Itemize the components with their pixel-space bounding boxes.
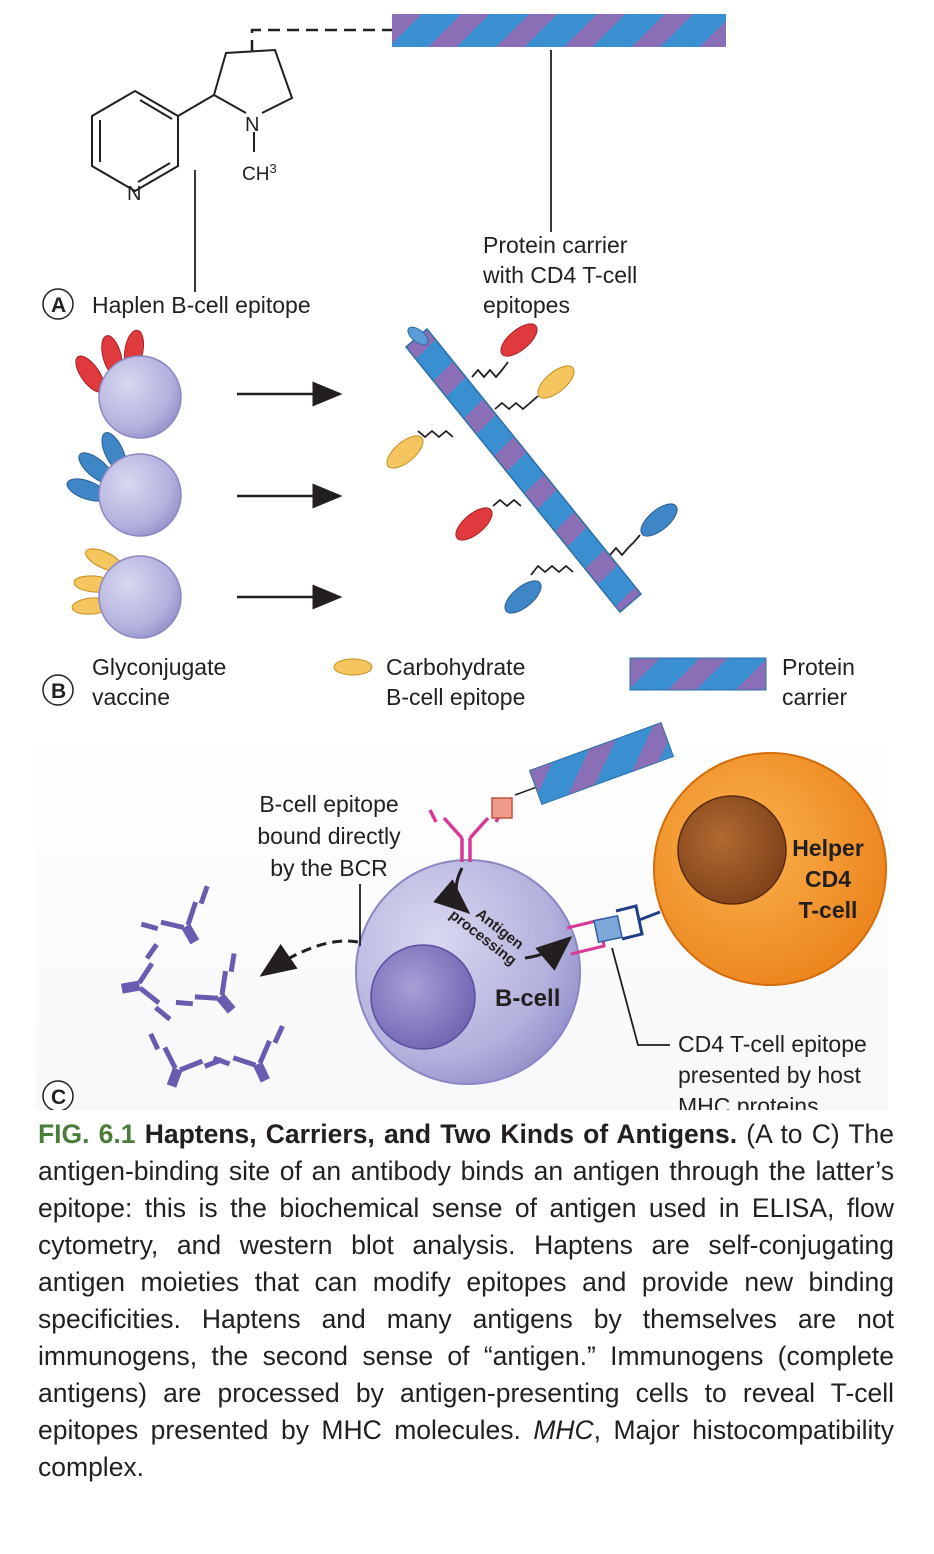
carrier-legend-line-2: carrier: [782, 684, 848, 710]
caption-abbreviation: MHC: [533, 1415, 594, 1445]
t-cell-nucleus: [677, 795, 787, 905]
glycoconjugate-cell-blue: [66, 432, 182, 537]
antibody-2: [120, 943, 172, 1022]
mhc-tcr-complex: [566, 904, 661, 956]
vaccine-label-line-1: Glyconjugate: [92, 654, 226, 680]
helper-label-line-2: CD4: [805, 866, 851, 892]
caption-body: (A to C) The antigen-binding site of an …: [38, 1119, 895, 1445]
panel-b: B Glyconjugate vaccine Carbohydrate B-ce…: [42, 323, 855, 710]
carbohydrate-label-line-1: Carbohydrate: [386, 654, 525, 680]
diagonal-protein-carrier: [386, 323, 678, 614]
pyridine-ring: [91, 89, 215, 193]
carbohydrate-label-line-2: B-cell epitope: [386, 684, 525, 710]
carrier-fragment: [514, 722, 675, 806]
ring-nitrogen: N: [127, 183, 141, 205]
antibody-1: [140, 885, 210, 945]
mhc-label-line-2: presented by host: [678, 1062, 861, 1088]
carrier-epitope-yellow-1: [537, 365, 575, 399]
figure-title: Haptens, Carriers, and Two Kinds of Anti…: [144, 1119, 738, 1149]
carrier-label-line-2: with CD4 T-cell: [482, 262, 637, 288]
carrier-legend-line-1: Protein: [782, 654, 855, 680]
panel-a-letter: A: [51, 294, 66, 317]
b-cell-label: B-cell: [495, 985, 560, 1012]
caption-abbreviation-definition: , Major histocompatibility complex.: [38, 1415, 894, 1482]
glycoconjugate-cell-red: [75, 329, 182, 439]
carrier-epitope-blue-1: [640, 503, 678, 537]
b-cell-receptor: [428, 809, 504, 862]
helper-label-line-3: T-cell: [799, 897, 858, 923]
mhc-label-line-1: CD4 T-cell epitope: [678, 1031, 867, 1057]
figure-number: FIG. 6.1: [38, 1119, 136, 1149]
methyl-group: CH3: [242, 161, 277, 185]
antibody-5: [212, 1025, 285, 1083]
bound-epitope: [491, 797, 513, 819]
panel-c: B-cell Antigen processing Helper CD4 T-c…: [36, 722, 888, 1110]
bcr-label-line-1: B-cell epitope: [259, 791, 398, 817]
carbohydrate-legend-icon: [333, 658, 373, 676]
antigen-figure: N N CH3 A Haplen B-cell epitope Protein …: [36, 14, 888, 1110]
pyrrolidine-nitrogen: N: [245, 114, 259, 136]
panel-b-letter-circle: [42, 674, 74, 706]
pyrrolidine-ring: [212, 48, 294, 152]
carrier-epitope-blue-2: [504, 580, 542, 614]
antibody-3: [175, 953, 237, 1014]
bcr-label-line-3: by the BCR: [270, 855, 388, 881]
carrier-legend-icon: [629, 657, 767, 691]
free-antibodies: [120, 885, 285, 1088]
carrier-epitope-yellow-2: [386, 435, 424, 469]
presentation-arrow: [524, 936, 573, 971]
panel-c-letter: C: [51, 1086, 66, 1109]
mhc-leader-line: [611, 947, 670, 1046]
hapten-linker: [250, 28, 392, 52]
hapten-label: Haplen B-cell epitope: [92, 292, 311, 318]
panel-a: N N CH3 A Haplen B-cell epitope Protein …: [42, 14, 726, 320]
carrier-epitope-red-2: [455, 507, 493, 541]
panel-b-letter: B: [51, 680, 66, 703]
panel-a-letter-circle: [42, 288, 74, 320]
b-cell-nucleus: [370, 944, 476, 1050]
carrier-label-line-3: epitopes: [483, 292, 570, 318]
secretion-arrow: [259, 939, 359, 977]
bcr-label-line-2: bound directly: [257, 823, 401, 849]
protein-carrier-bar: [392, 14, 726, 47]
processing-arrow: [433, 867, 471, 914]
panel-c-letter-circle: [42, 1080, 74, 1110]
vaccine-label-line-2: vaccine: [92, 684, 170, 710]
figure-caption: FIG. 6.1 Haptens, Carriers, and Two Kind…: [38, 1116, 894, 1486]
carrier-label-line-1: Protein carrier: [483, 232, 628, 258]
carrier-epitope-red-1: [500, 323, 538, 357]
glycoconjugate-cell-yellow: [71, 548, 182, 639]
helper-label-line-1: Helper: [792, 835, 864, 861]
mhc-label-line-3: MHC proteins: [678, 1093, 819, 1110]
